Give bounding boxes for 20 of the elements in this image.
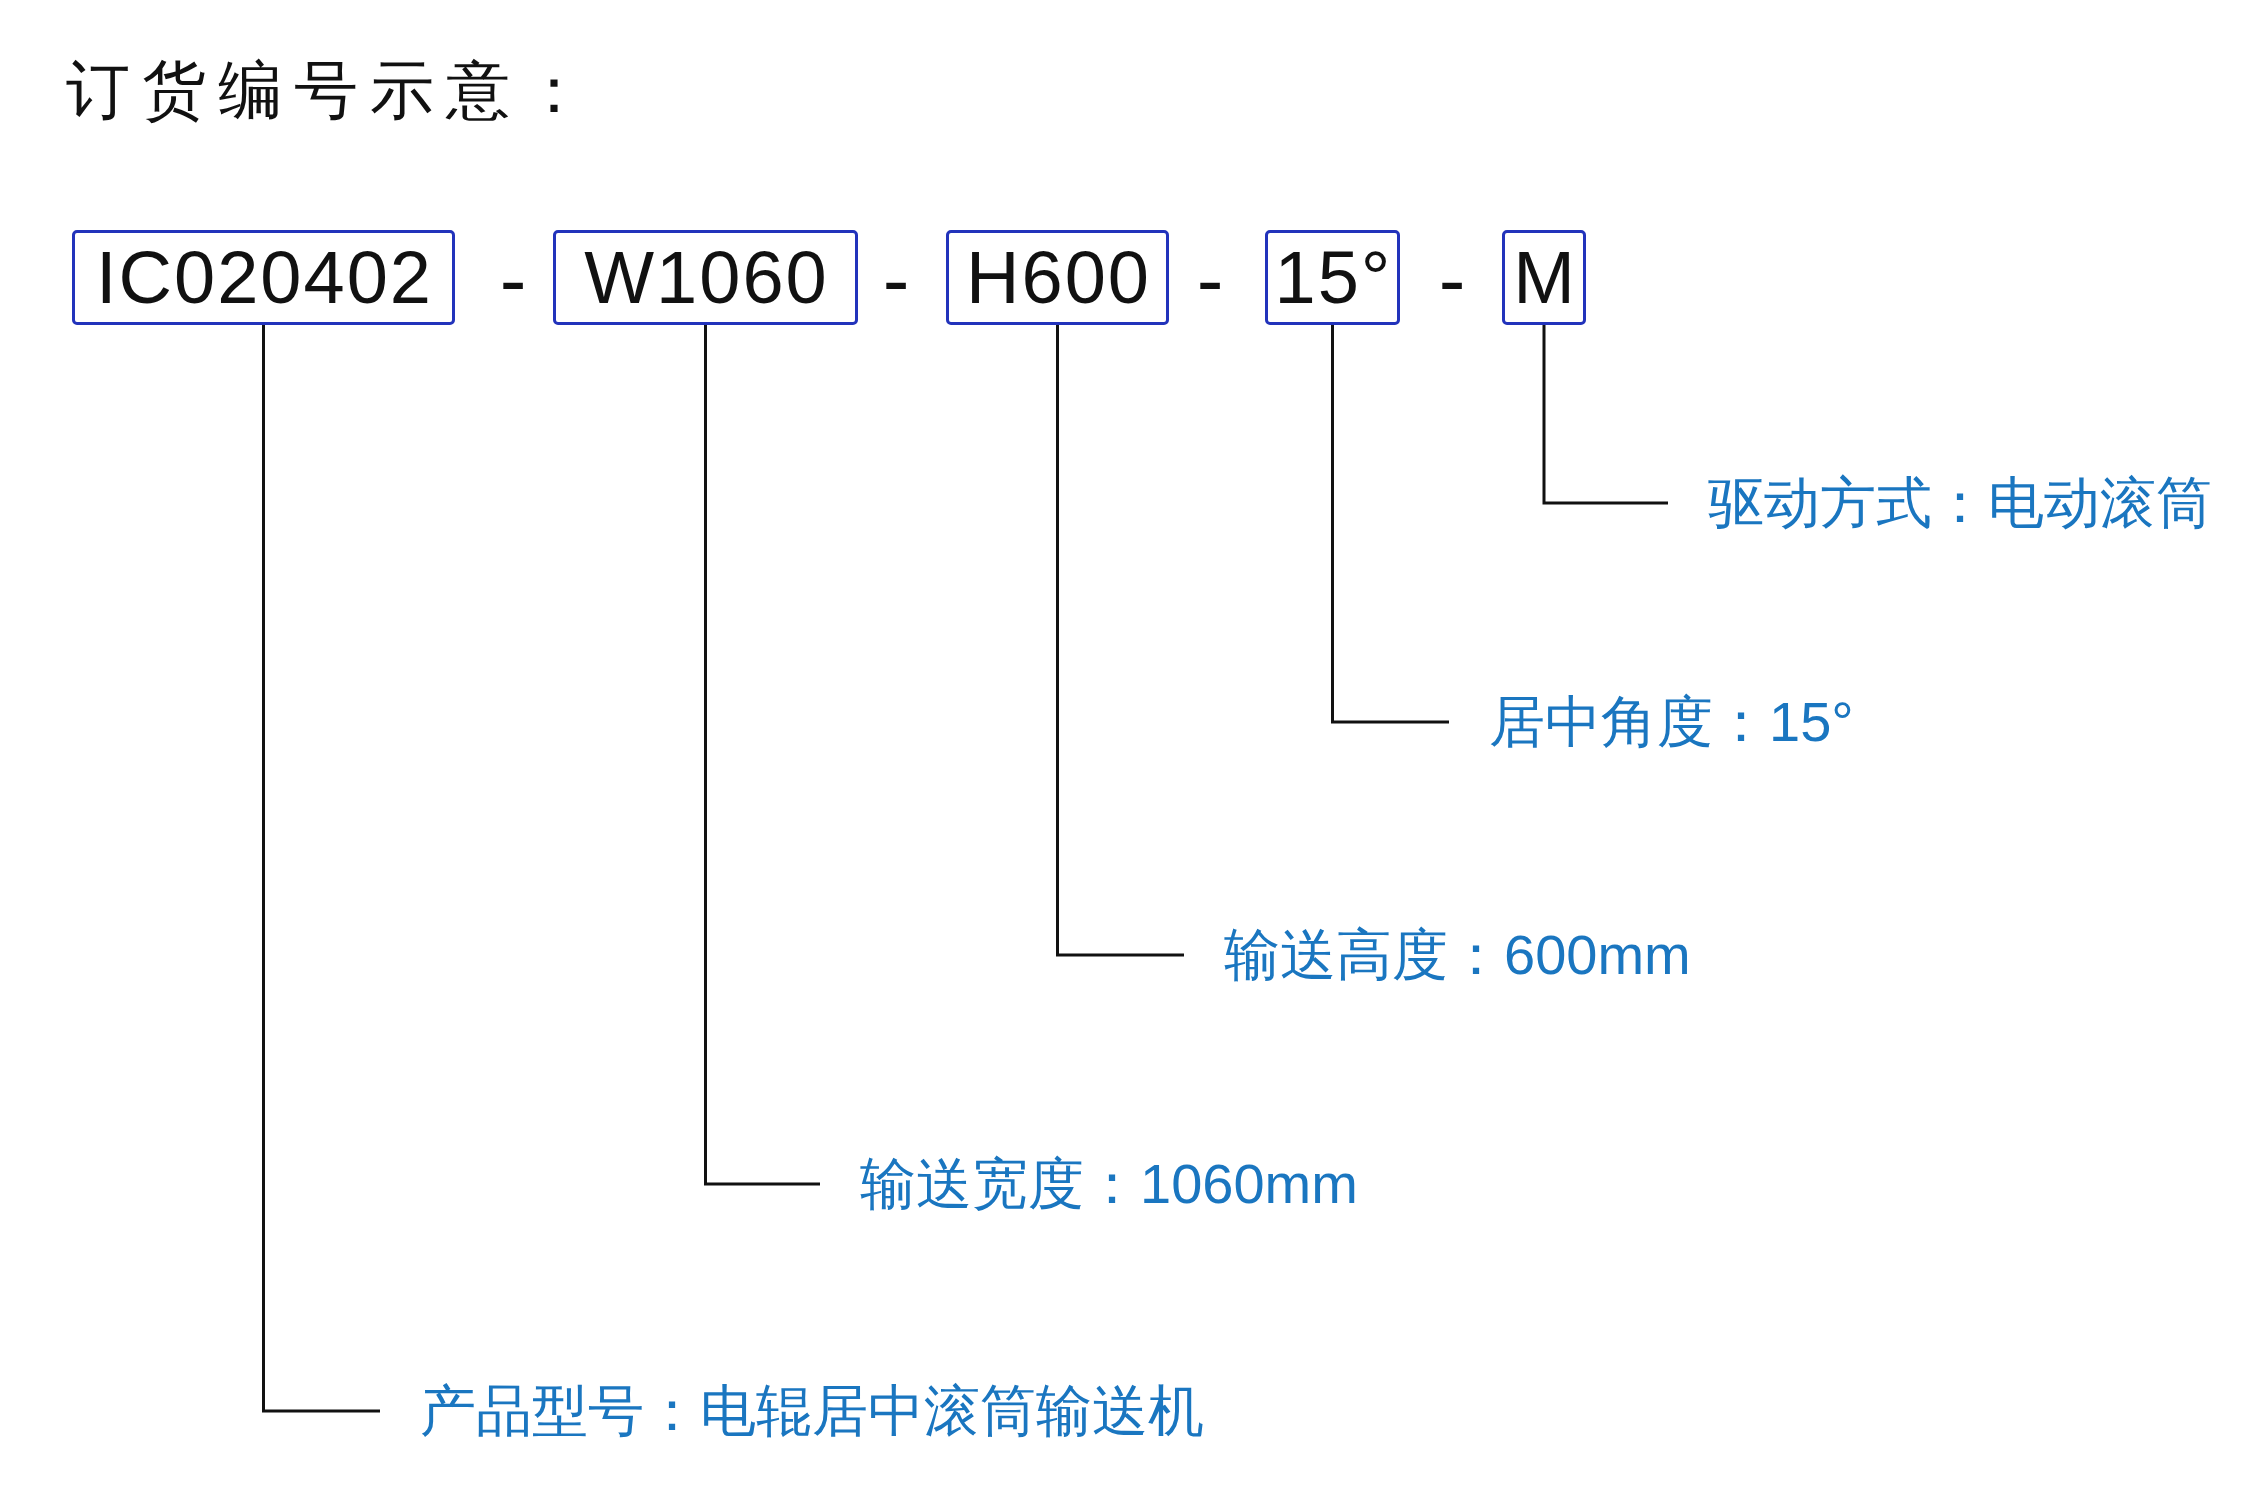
code-box: H600 xyxy=(946,230,1169,325)
code-box: M xyxy=(1502,230,1586,325)
hyphen-separator: - xyxy=(499,235,527,325)
hyphen-separator: - xyxy=(882,235,910,325)
code-box: IC020402 xyxy=(72,230,455,325)
leader-line xyxy=(1056,325,1184,957)
leader-line xyxy=(704,325,820,1186)
description-text: 产品型号：电辊居中滚筒输送机 xyxy=(380,1376,1204,1446)
leader-line xyxy=(262,325,380,1413)
description-text: 居中角度：15° xyxy=(1449,687,1854,757)
code-box: 15° xyxy=(1265,230,1400,325)
description-text: 驱动方式：电动滚筒 xyxy=(1668,468,2212,538)
code-box: W1060 xyxy=(553,230,858,325)
title: 订货编号示意： xyxy=(66,53,598,128)
hyphen-separator: - xyxy=(1196,235,1224,325)
leader-line xyxy=(1331,325,1449,724)
description-text: 输送高度：600mm xyxy=(1184,920,1691,990)
hyphen-separator: - xyxy=(1438,235,1466,325)
leader-line xyxy=(1542,325,1668,505)
description-text: 输送宽度：1060mm xyxy=(820,1149,1358,1219)
